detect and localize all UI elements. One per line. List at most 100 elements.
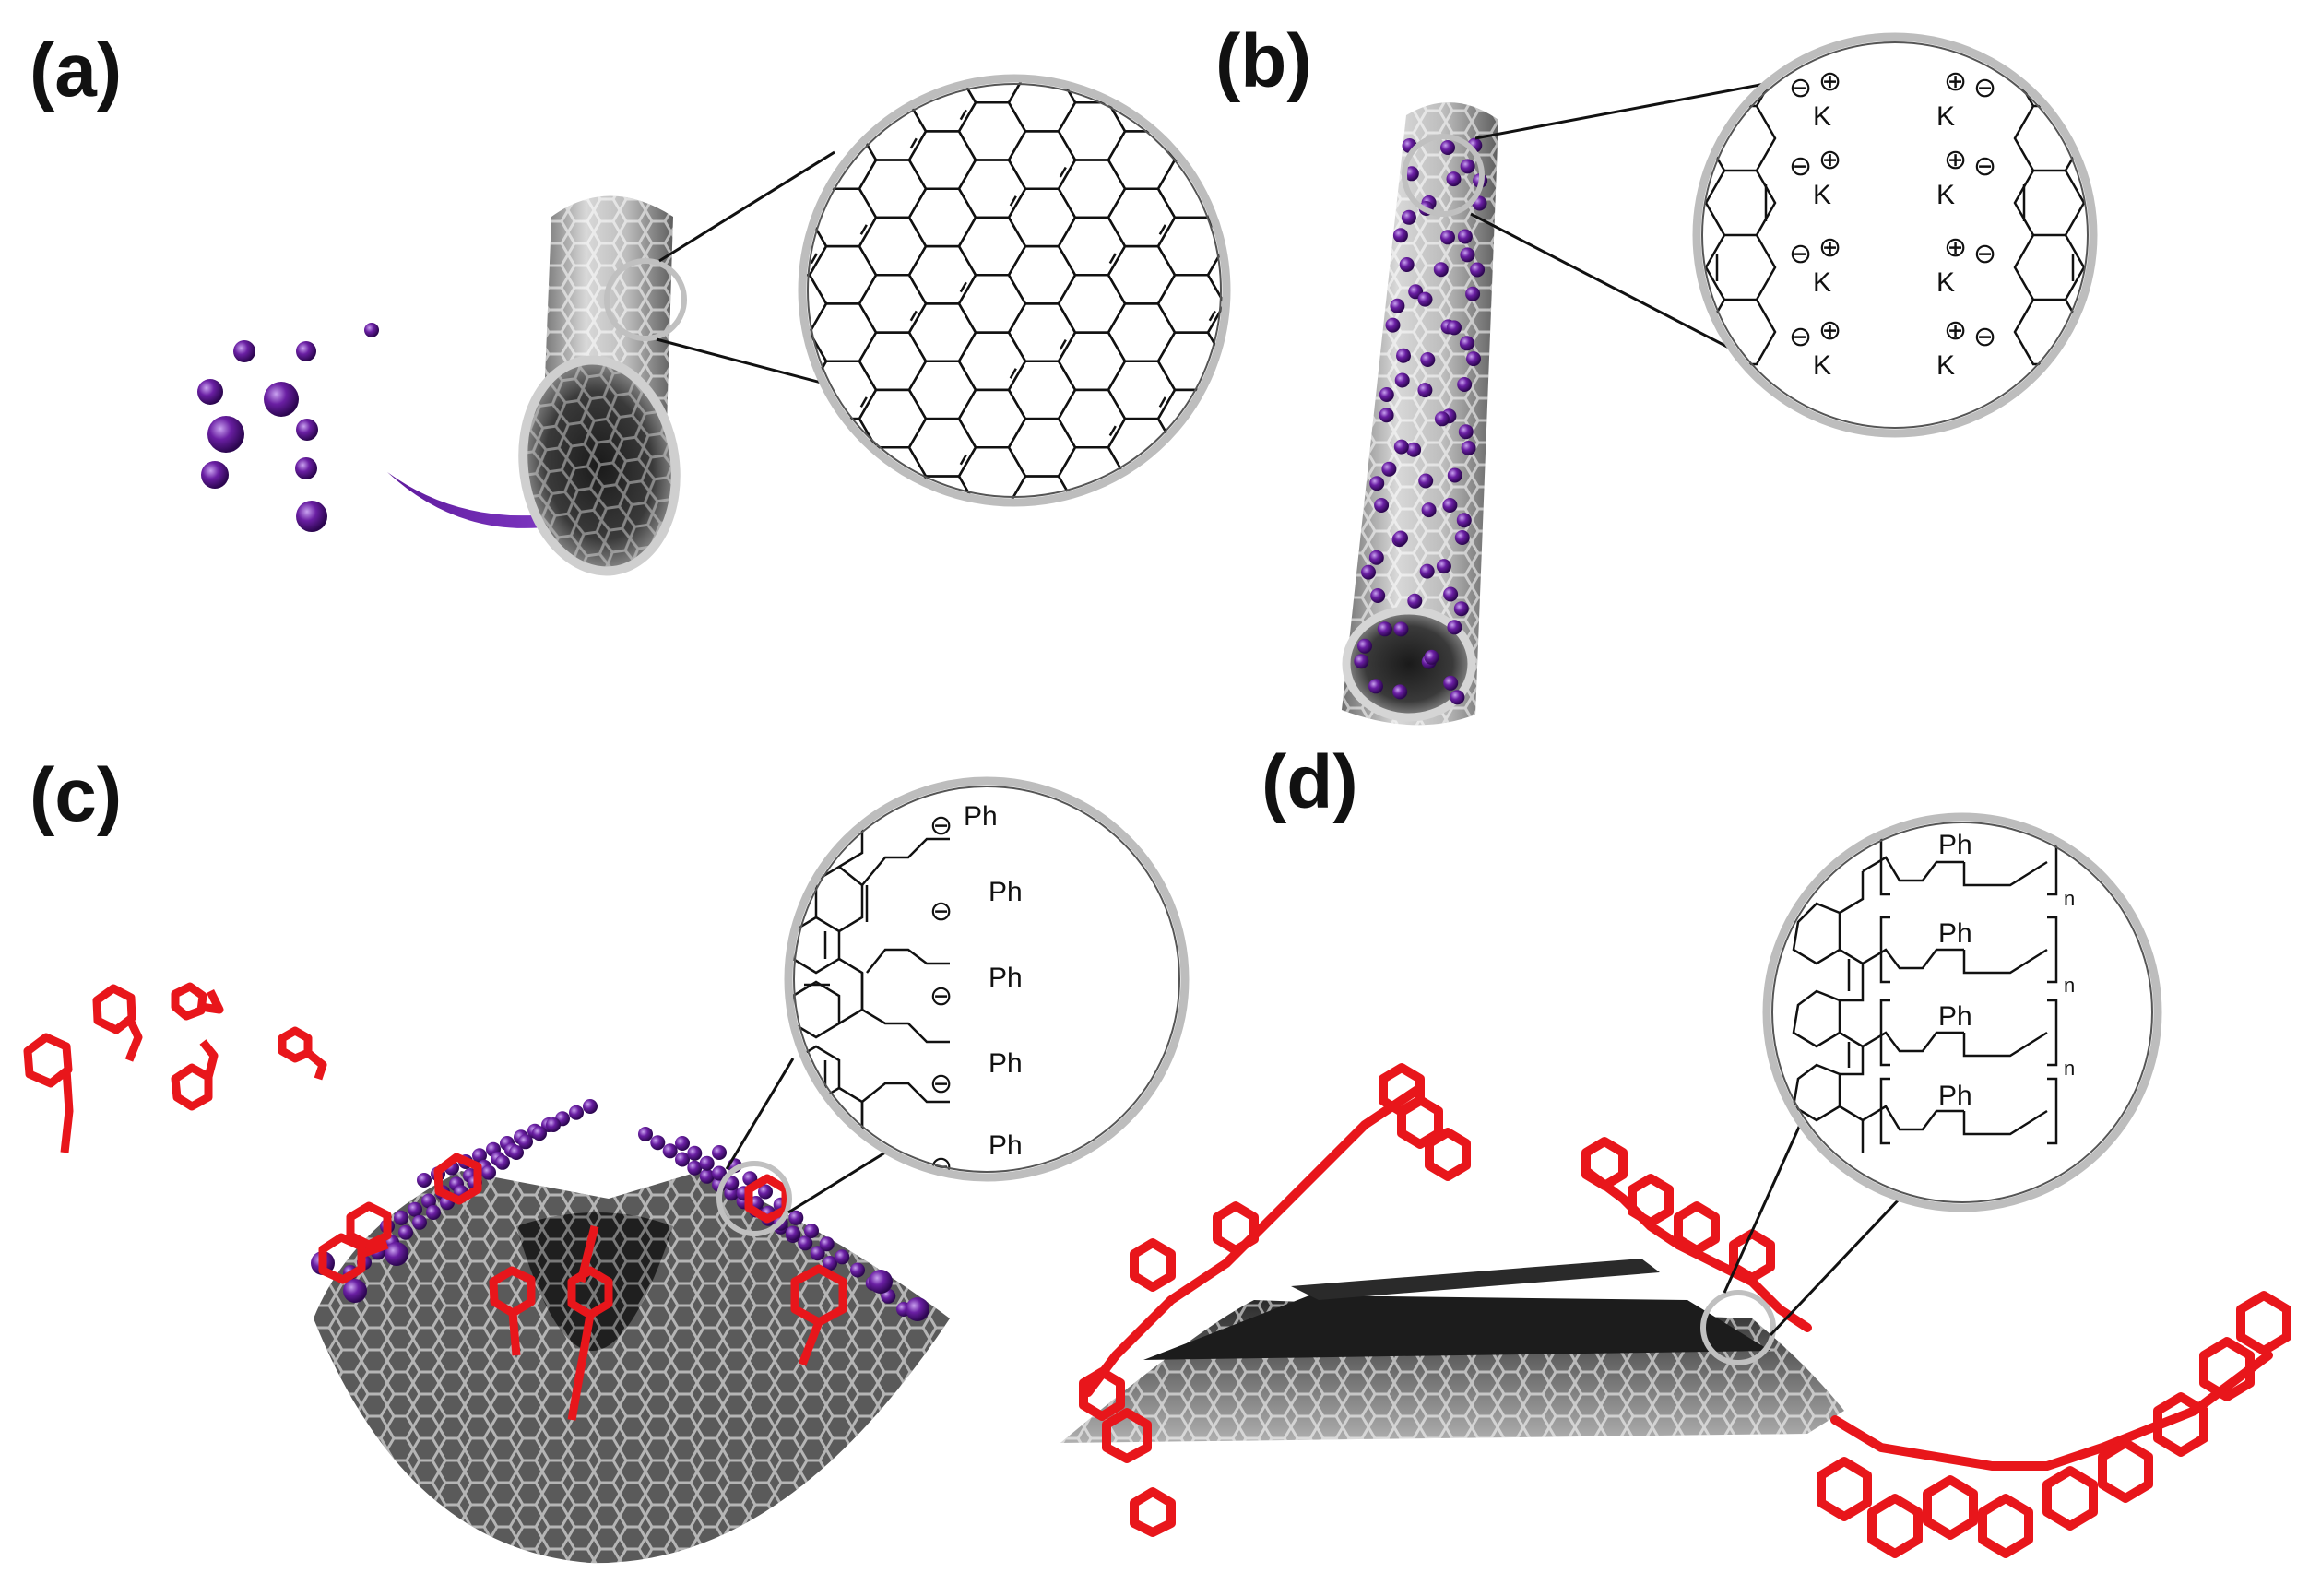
double-bond <box>959 109 967 121</box>
double-bond <box>1208 137 1216 149</box>
honeycomb-cell <box>1208 879 1274 936</box>
honeycomb-cell <box>710 649 776 706</box>
k-label: K <box>1936 180 1955 210</box>
potassium-atom <box>675 1136 690 1151</box>
potassium-atom <box>788 1210 804 1225</box>
potassium-atom <box>1440 230 1455 245</box>
honeycomb-cell <box>909 17 976 74</box>
double-bond <box>1158 224 1166 235</box>
double-bond <box>1059 338 1067 350</box>
potassium-atom <box>1460 247 1475 263</box>
honeycomb-cell <box>760 792 826 849</box>
honeycomb-cell <box>859 735 926 792</box>
double-bond <box>959 454 967 466</box>
honeycomb-cell <box>710 17 776 74</box>
double-bond <box>909 310 918 322</box>
potassium-atom <box>1440 140 1455 155</box>
panel-label-c: (c) <box>30 753 123 837</box>
honeycomb-cell <box>810 591 876 648</box>
honeycomb-cell <box>760 0 826 45</box>
potassium-atom <box>1381 461 1397 477</box>
honeycomb-cell <box>959 505 1025 562</box>
honeycomb-cell <box>710 706 776 763</box>
double-bond <box>1060 685 1066 694</box>
double-bond <box>1160 570 1166 579</box>
honeycomb-cell <box>1158 505 1225 562</box>
polystyrene-chains <box>1079 1063 2291 1558</box>
charge-plus: ⊕ <box>1818 232 1841 263</box>
ph-label: Ph <box>989 963 1023 993</box>
honeycomb-cell <box>1208 649 1274 706</box>
potassium-atom <box>1369 476 1385 491</box>
potassium-atom <box>675 1152 690 1167</box>
honeycomb-cell <box>760 735 826 792</box>
zoom-line <box>725 1058 795 1170</box>
panel-label-d: (d) <box>1261 740 1358 824</box>
charge-plus: ⊕ <box>1818 315 1841 346</box>
potassium-atom <box>1424 649 1439 665</box>
potassium-atom <box>1417 291 1433 307</box>
charge-plus: ⊕ <box>1818 66 1841 97</box>
potassium-atom <box>296 419 318 441</box>
double-bond <box>1208 482 1216 494</box>
potassium-atom <box>1456 513 1472 528</box>
potassium-atom <box>1470 262 1486 278</box>
charge-minus: ⊖ <box>1973 151 1996 182</box>
potassium-atom <box>1434 411 1450 427</box>
honeycomb-cell <box>808 475 878 502</box>
subscript-n: n <box>2064 887 2075 910</box>
potassium-atom <box>1407 593 1423 609</box>
double-bond <box>1009 368 1017 379</box>
zoom-line <box>1474 79 1781 140</box>
double-bond <box>1110 771 1116 781</box>
double-bond <box>1260 455 1265 464</box>
zoom-line <box>1723 1124 1802 1294</box>
potassium-atom <box>1392 228 1408 243</box>
potassium-atom <box>798 1235 813 1251</box>
potassium-atom <box>712 1165 727 1181</box>
potassium-atom <box>1465 286 1481 301</box>
honeycomb-cell <box>1009 534 1075 591</box>
potassium-atom <box>662 1143 678 1159</box>
honeycomb-cell <box>760 505 826 562</box>
potassium-atom <box>1421 502 1437 518</box>
ph-label: Ph <box>989 1130 1023 1161</box>
double-bond <box>1208 310 1216 322</box>
potassium-atom <box>1390 298 1405 313</box>
honeycomb-cell <box>1206 475 1226 502</box>
potassium-atom <box>1396 348 1411 363</box>
honeycomb-cell <box>710 534 776 591</box>
zoom-line <box>787 1151 886 1214</box>
honeycomb-cell <box>1108 591 1175 648</box>
double-bond <box>859 224 868 235</box>
potassium-atom <box>398 1224 413 1240</box>
potassium-atom <box>1442 498 1458 513</box>
selection-circle <box>1700 1290 1776 1365</box>
potassium-atom <box>906 1297 929 1321</box>
double-bond <box>762 168 767 177</box>
potassium-atom <box>1450 690 1465 705</box>
charge-plus: ⊕ <box>1944 232 1967 263</box>
potassium-atom <box>1403 166 1419 182</box>
charge-minus: ⊖ <box>1789 73 1812 103</box>
potassium-atom <box>408 1201 422 1217</box>
honeycomb-cell <box>710 822 776 879</box>
charge-minus: ⊖ <box>929 810 953 841</box>
potassium-atom <box>472 1148 487 1164</box>
charge-minus: ⊖ <box>1789 151 1812 182</box>
polystyrene-chain <box>1830 1351 2273 1471</box>
potassium-atom <box>1457 229 1473 244</box>
honeycomb-cell <box>710 879 776 936</box>
carbon-nanotube-a <box>518 195 687 576</box>
panel-b: ⊖ ⊕ K ⊕ ⊖ K ⊖ ⊕ K ⊕ ⊖ K ⊖ ⊕ K ⊕ ⊖ K ⊖ ⊕ <box>1342 32 2098 726</box>
double-bond <box>762 340 767 349</box>
k-label: K <box>1813 267 1831 298</box>
potassium-atom <box>569 1105 584 1120</box>
honeycomb-cell <box>1108 17 1175 74</box>
honeycomb-cell <box>1208 822 1274 879</box>
double-bond <box>810 253 818 265</box>
charge-minus: ⊖ <box>929 896 953 927</box>
potassium-atom <box>1443 675 1459 691</box>
double-bond <box>1210 656 1215 666</box>
honeycomb-cell <box>1107 475 1177 502</box>
